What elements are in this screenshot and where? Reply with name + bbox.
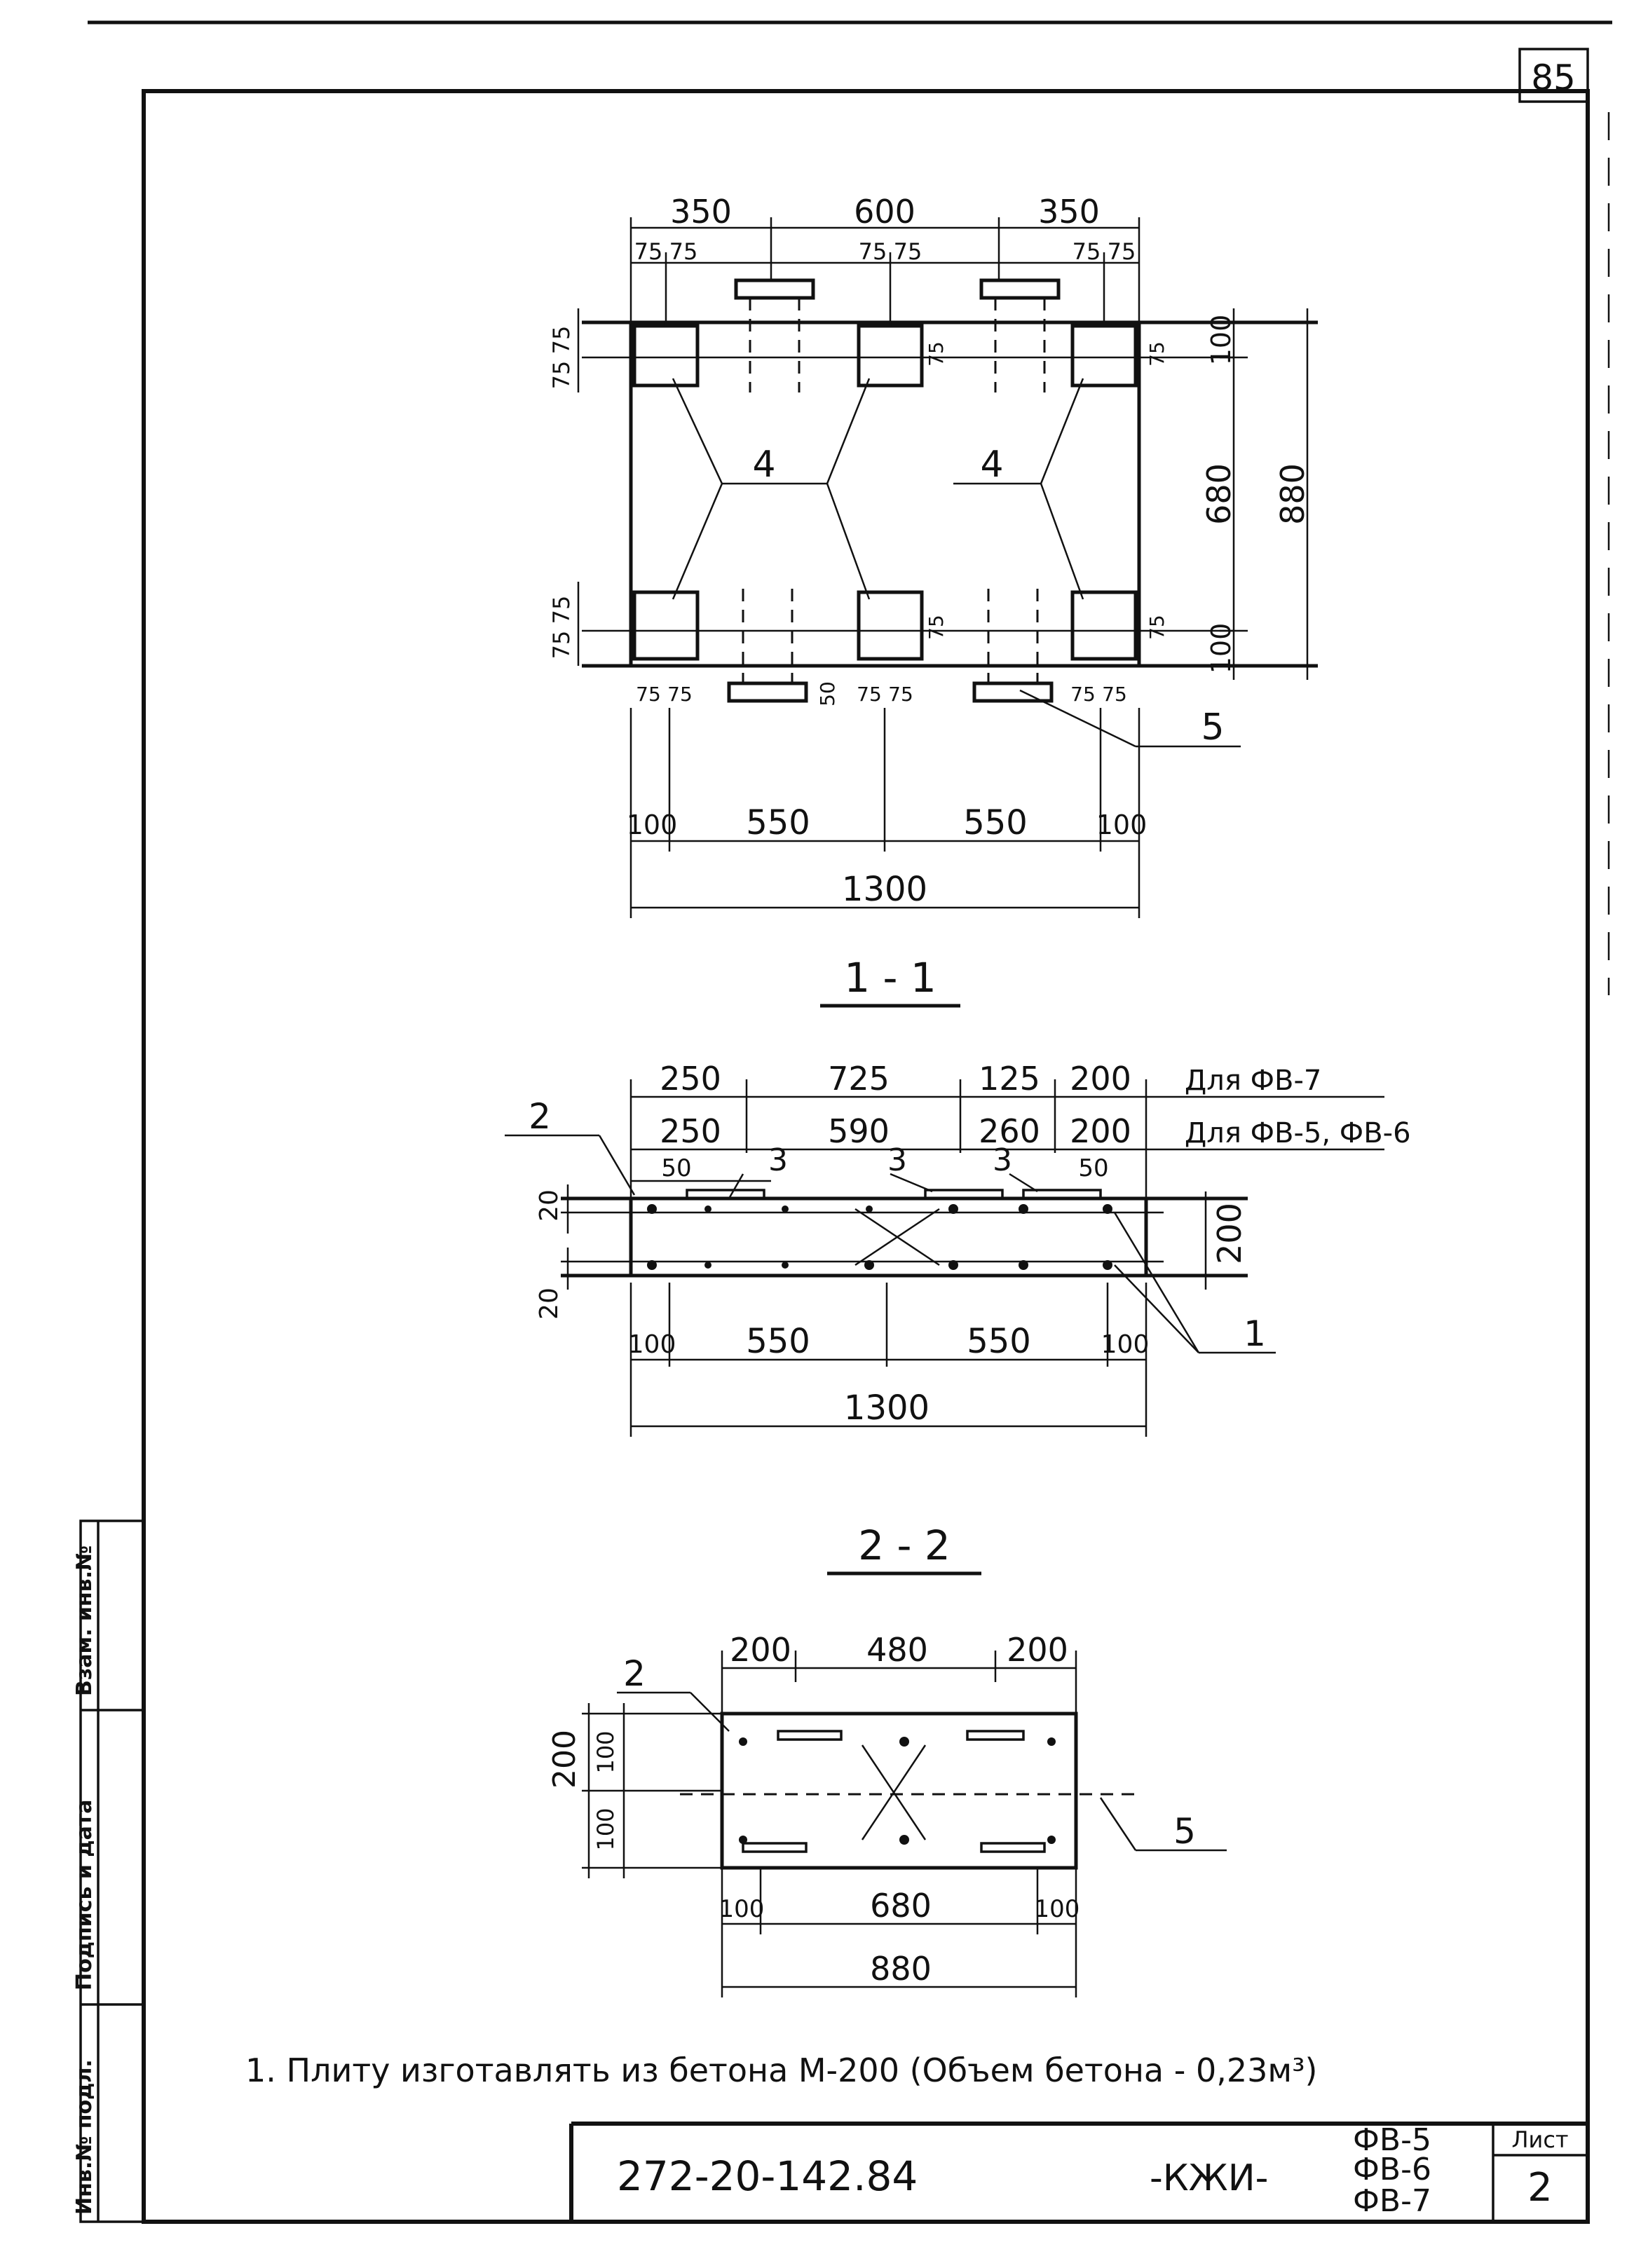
plan-inner-sub-4: 75 — [1145, 615, 1169, 640]
s1-total-dim: 1300 — [844, 1388, 929, 1428]
s2-bottom-dim-3: 100 — [1035, 1895, 1080, 1923]
plan-bottom-dim-1: 100 — [627, 809, 678, 840]
plan-top-dim-2: 600 — [854, 193, 915, 231]
s1-row1-dim-1: 250 — [660, 1060, 721, 1098]
plan-bottom-sub-5: 75 — [888, 683, 913, 706]
plan-top-dim-3: 350 — [1038, 193, 1100, 231]
plan-view — [577, 217, 1318, 918]
s2-callout-2: 2 — [623, 1653, 646, 1694]
plan-left-sub-4: 75 — [548, 631, 575, 660]
s1-left-dim-1: 20 — [535, 1189, 564, 1222]
plan-bottom-dim-4: 100 — [1096, 809, 1148, 840]
s2-callout-5: 5 — [1173, 1811, 1196, 1852]
plan-left-sub-1: 75 — [548, 326, 575, 355]
plan-callout-4-right: 4 — [980, 444, 1003, 486]
s1-bottom-dim-4: 100 — [1101, 1330, 1150, 1359]
plan-top-sub-6: 75 — [1108, 238, 1136, 265]
s1-row3-dim-2: 50 — [1078, 1154, 1108, 1182]
s1-callout-3a: 3 — [768, 1142, 788, 1178]
plan-inner-sub-2: 75 — [1145, 341, 1169, 367]
plan-top-sub-4: 75 — [894, 238, 922, 265]
plan-top-sub-3: 75 — [859, 238, 887, 265]
plan-right-dim-1: 100 — [1206, 315, 1237, 366]
designation-2: ФВ-6 — [1353, 2152, 1431, 2187]
plan-total-dim: 1300 — [842, 870, 927, 909]
s1-row2-dim-4: 200 — [1070, 1112, 1131, 1150]
s2-top-dim-2: 480 — [866, 1631, 928, 1669]
s1-row2-note: Для ФВ-5, ФВ-6 — [1185, 1117, 1411, 1149]
plan-top-sub-2: 75 — [669, 238, 698, 265]
sheet-label: Лист — [1511, 2126, 1568, 2153]
s1-callout-2: 2 — [529, 1096, 551, 1137]
section-2-title: 2 - 2 — [858, 1522, 951, 1569]
s2-bottom-dim-1: 100 — [719, 1895, 765, 1923]
s1-left-dim-2: 20 — [535, 1287, 564, 1320]
section-1-title: 1 - 1 — [844, 954, 937, 1002]
plan-bottom-dim-3: 550 — [963, 803, 1028, 842]
plan-left-sub-2: 75 — [548, 361, 575, 390]
s1-bottom-dim-1: 100 — [628, 1330, 676, 1359]
doc-code: 272-20-142.84 — [617, 2152, 918, 2200]
s1-row3-dim-1: 50 — [661, 1154, 691, 1182]
s1-bottom-dim-2: 550 — [746, 1322, 810, 1361]
s1-row1-dim-2: 725 — [828, 1060, 890, 1098]
s2-top-dim-1: 200 — [730, 1631, 791, 1669]
plan-inner-sub-3: 75 — [925, 615, 948, 640]
s1-row1-dim-3: 125 — [979, 1060, 1040, 1098]
s2-left-dim-2: 100 — [592, 1730, 619, 1773]
s1-row1-note: Для ФВ-7 — [1185, 1065, 1321, 1097]
plan-right-dim-4: 100 — [1206, 623, 1237, 674]
plan-bottom-sub-4: 75 — [857, 683, 882, 706]
doc-mark: -КЖИ- — [1150, 2157, 1268, 2199]
side-stamp — [79, 1519, 145, 2223]
s1-row2-dim-2: 590 — [828, 1112, 890, 1150]
plan-inner-sub-1: 75 — [925, 341, 948, 367]
section-2-view — [582, 1651, 1227, 1997]
plan-top-sub-5: 75 — [1072, 238, 1101, 265]
page-number: 85 — [1531, 57, 1576, 98]
s2-total-dim: 880 — [870, 1950, 932, 1988]
plan-bottom-sub-2: 75 — [667, 683, 693, 706]
s2-left-dim-3: 100 — [592, 1808, 619, 1850]
s1-callout-1: 1 — [1244, 1313, 1266, 1354]
replace-inv-label: Взам. инв.№ — [72, 1545, 97, 1696]
sheet-frame — [88, 20, 1612, 2224]
plan-left-sub-3: 75 — [548, 596, 575, 624]
plan-bottom-sub-3: 50 — [816, 681, 839, 706]
plan-right-dim-3: 880 — [1274, 463, 1312, 525]
plan-bottom-dim-2: 550 — [746, 803, 810, 842]
s2-bottom-dim-2: 680 — [870, 1887, 932, 1925]
designation-1: ФВ-5 — [1353, 2122, 1431, 2158]
s1-bottom-dim-3: 550 — [967, 1322, 1031, 1361]
s1-callout-3c: 3 — [993, 1142, 1012, 1178]
plan-top-dim-1: 350 — [670, 193, 732, 231]
plan-right-dim-2: 680 — [1200, 463, 1238, 525]
section-1-view — [505, 1079, 1384, 1437]
sheet-number: 2 — [1527, 2165, 1553, 2211]
plan-callout-5: 5 — [1201, 706, 1224, 749]
designation-3: ФВ-7 — [1353, 2183, 1431, 2219]
s1-row2-dim-3: 260 — [979, 1112, 1040, 1150]
plan-bottom-sub-7: 75 — [1102, 683, 1127, 706]
plan-bottom-sub-6: 75 — [1070, 683, 1096, 706]
s1-height-dim: 200 — [1211, 1203, 1248, 1264]
s1-row1-dim-4: 200 — [1070, 1060, 1131, 1098]
title-block — [569, 2122, 1588, 2222]
s1-row2-dim-1: 250 — [660, 1112, 721, 1150]
plan-callout-4-left: 4 — [752, 444, 775, 486]
plan-top-sub-1: 75 — [634, 238, 663, 265]
sign-date-label: Подпись и дата — [72, 1800, 97, 1990]
drawing-note: 1. Плиту изготавлять из бетона М-200 (Об… — [245, 2051, 1317, 2089]
s2-top-dim-3: 200 — [1007, 1631, 1068, 1669]
inv-no-label: Инв.№ подл. — [72, 2059, 97, 2215]
plan-bottom-sub-1: 75 — [636, 683, 661, 706]
s1-callout-3b: 3 — [887, 1142, 907, 1178]
s2-left-dim-1: 200 — [547, 1730, 583, 1789]
